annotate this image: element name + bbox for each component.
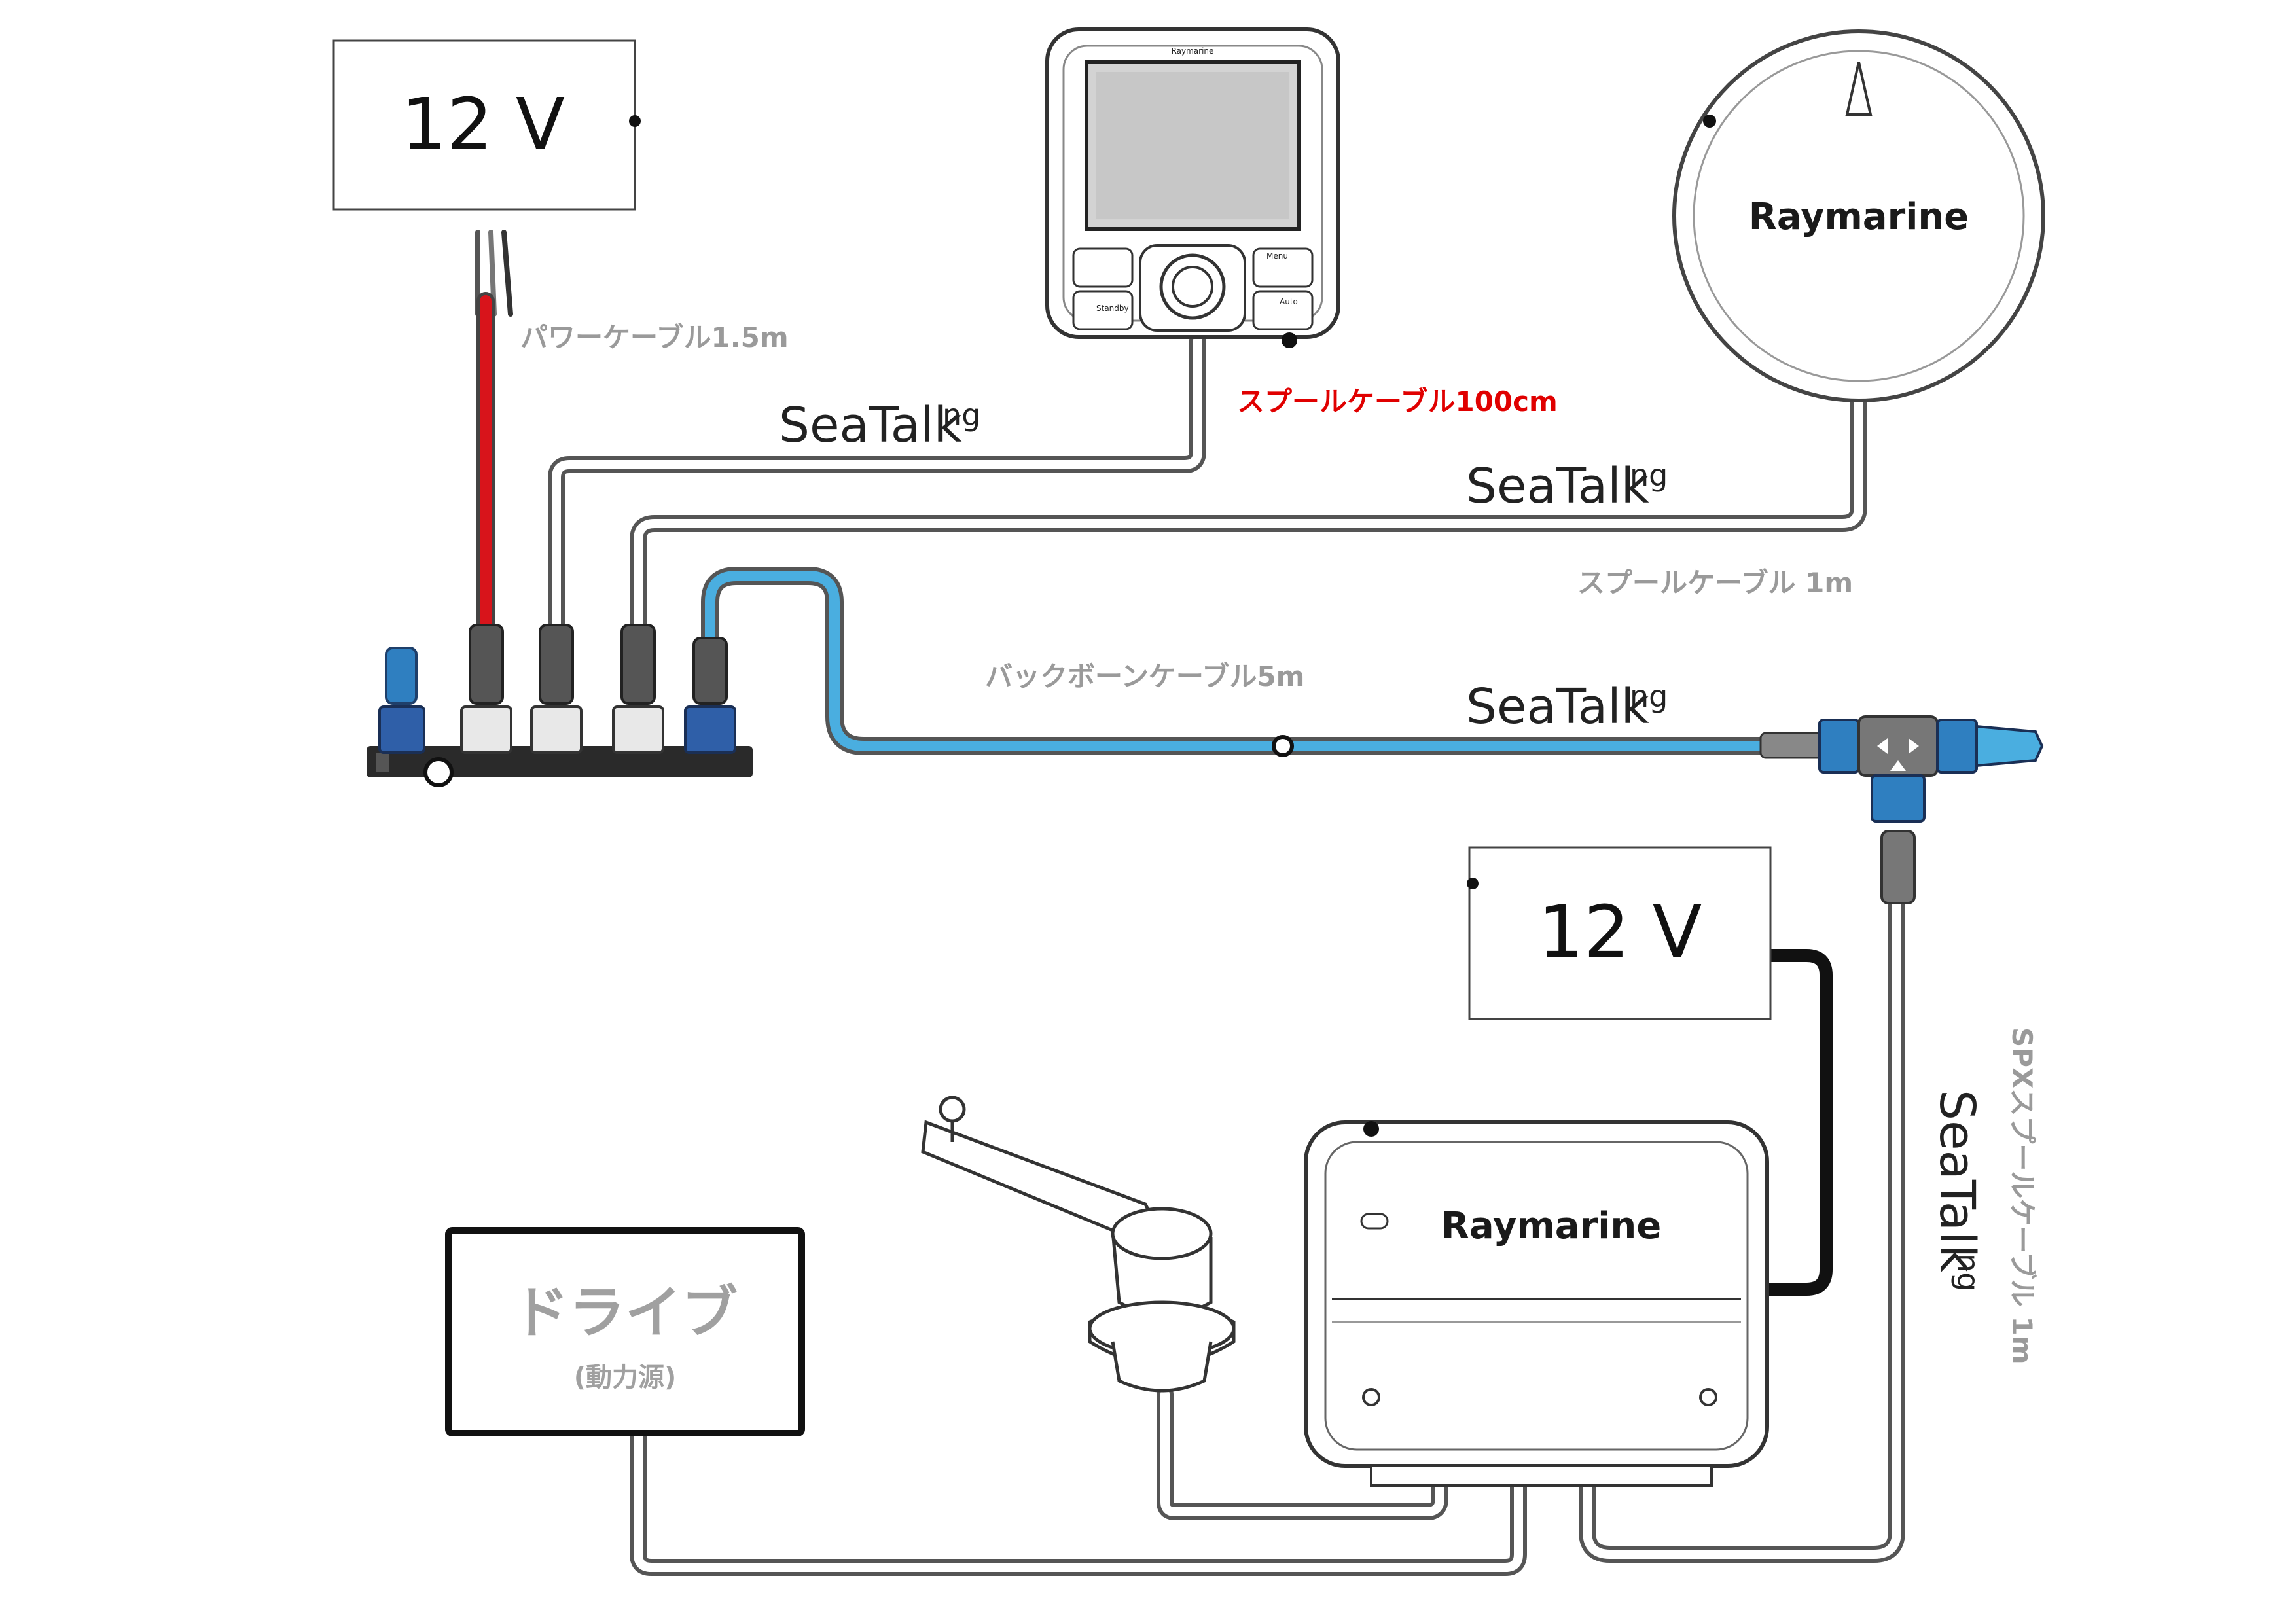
- spx-spur-cable-label: SPXスプールケーブル 1m: [2006, 1027, 2038, 1364]
- spur-plug-control-head: [530, 624, 583, 754]
- backbone-terminator-right: [1975, 724, 2044, 768]
- power-supply-bottom: 12 V: [1467, 846, 1772, 1020]
- fluxgate-compass: Raymarine: [1672, 29, 2045, 402]
- drive-label: ドライブ: [512, 1280, 738, 1346]
- power-supply-bottom-label: 12 V: [1538, 890, 1702, 974]
- actuator-control-unit: Raymarine: [1304, 1120, 1769, 1487]
- spur-cable-control-head: [548, 332, 1206, 637]
- backbone-plug: [684, 637, 736, 754]
- seatalk-label-1-ng: ng: [942, 397, 980, 433]
- tiller-cable: [1157, 1385, 1448, 1520]
- cable-labels: パワーケーブル1.5m SeaTalk ng スプールケーブル100cm Sea…: [520, 321, 2038, 1364]
- seatalk-label-4-main: SeaTalk: [1929, 1090, 1985, 1273]
- seatalk-label-4-ng: ng: [1950, 1253, 1986, 1291]
- tiller-arm: [921, 1096, 1236, 1393]
- spx-spur-cable: [1579, 895, 1905, 1563]
- spur-cable-compass: [630, 384, 1867, 637]
- autopilot-control-head: Raymarine Standby Menu Auto: [1045, 27, 1340, 348]
- actuator-power-cable: [1761, 949, 1833, 1296]
- drive-cable: [630, 1428, 1527, 1576]
- seatalk-label-2-ng: ng: [1630, 457, 1668, 493]
- power-supply-top: 12 V: [332, 39, 641, 211]
- power-cable: [475, 230, 513, 637]
- five-way-connector: [367, 624, 753, 787]
- control-head-button-right-bottom[interactable]: [1252, 290, 1314, 330]
- seatalk-label-3-main: SeaTalk: [1466, 679, 1649, 735]
- control-head-standby-label: Standby: [1096, 304, 1129, 313]
- spur-plug-compass: [612, 624, 664, 754]
- seatalk-label-3: SeaTalk ng: [1466, 679, 1668, 735]
- spx-spur-cable-label-group: SPXスプールケーブル 1m: [2006, 1027, 2038, 1364]
- power-plug: [460, 624, 512, 754]
- drive-unit: ドライブ (動力源): [445, 1227, 805, 1436]
- power-supply-top-label: 12 V: [401, 82, 565, 166]
- spur-cable-100cm-label: スプールケーブル100cm: [1237, 385, 1558, 418]
- control-head-button-right-top[interactable]: [1252, 247, 1314, 288]
- cables: [475, 230, 1905, 1576]
- seatalk-label-2-main: SeaTalk: [1466, 458, 1649, 514]
- control-head-auto-label: Auto: [1280, 297, 1298, 306]
- backbone-cable: [701, 567, 1770, 755]
- seatalk-label-4: SeaTalk ng: [1929, 1090, 1986, 1291]
- backbone-midpoint-dot: [1272, 735, 1294, 757]
- compass-brand: Raymarine: [1749, 196, 1969, 238]
- control-head-menu-label: Menu: [1266, 251, 1288, 260]
- spur-cable-1m-label: スプールケーブル 1m: [1577, 567, 1853, 599]
- compass-arrow-icon: [1845, 62, 1873, 116]
- control-head-brand: Raymarine: [1172, 46, 1214, 56]
- seatalk-label-3-ng: ng: [1630, 679, 1668, 714]
- backbone-terminator-left: [378, 647, 425, 754]
- backbone-cable-label: バックボーンケーブル5m: [985, 660, 1304, 692]
- t-piece-connector: [1759, 715, 2044, 904]
- seatalk-label-1-main: SeaTalk: [779, 397, 962, 454]
- control-head-button-left-bottom[interactable]: [1072, 290, 1134, 330]
- actuator-brand: Raymarine: [1441, 1205, 1662, 1247]
- drive-sublabel: (動力源): [574, 1363, 677, 1393]
- power-cable-label: パワーケーブル1.5m: [520, 321, 789, 353]
- seatalk-label-2: SeaTalk ng: [1466, 457, 1668, 514]
- control-head-button-left-top[interactable]: [1072, 247, 1134, 288]
- seatalk-label-1: SeaTalk ng: [779, 397, 980, 454]
